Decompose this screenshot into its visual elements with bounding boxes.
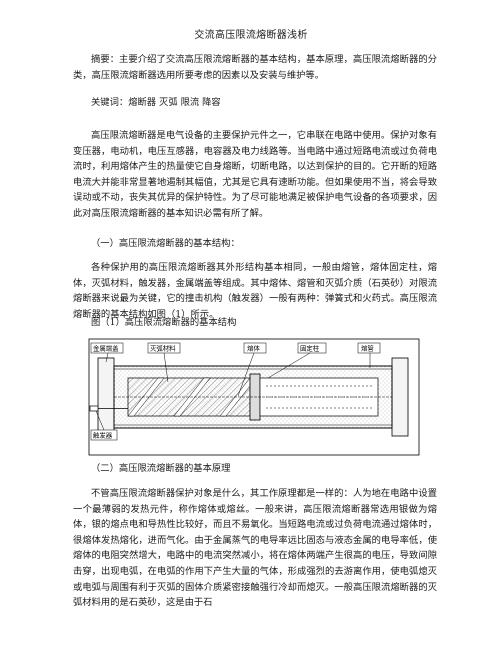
label-fixing-post: 固定柱 bbox=[300, 344, 320, 353]
end-cap-left bbox=[97, 357, 115, 437]
intro-paragraph: 高压限流熔断器是电气设备的主要保护元件之一，它串联在电路中使用。保护对象有变压器… bbox=[73, 130, 437, 219]
fuse-structure-diagram: 金属端盖 灭弧材料 熔体 固定柱 熔管 触发器 bbox=[88, 338, 420, 456]
section2-heading: （二）高压限流熔断器的基本原理 bbox=[91, 463, 231, 474]
label-arc-material: 灭弧材料 bbox=[150, 344, 176, 353]
label-fuse-tube: 熔管 bbox=[361, 344, 374, 353]
section2-body: 不管高压限流熔断器保护对象是什么，其工作原理都是一样的：人为地在电路中设置一个最… bbox=[73, 488, 437, 609]
figure-frame bbox=[88, 338, 420, 456]
label-trigger: 触发器 bbox=[93, 431, 113, 440]
trigger-pin bbox=[89, 405, 128, 412]
document-title: 交流高压限流熔断器浅析 bbox=[194, 30, 308, 41]
label-end-cap: 金属端盖 bbox=[93, 344, 119, 353]
label-fuse-element: 熔体 bbox=[247, 344, 260, 353]
end-cap-right bbox=[391, 357, 409, 437]
figure-caption: 图（1）高压限流熔断器的基本结构 bbox=[91, 317, 237, 328]
section1-heading: （一）高压限流熔断器的基本结构： bbox=[91, 238, 240, 249]
abstract: 摘要：主要介绍了交流高压限流熔断器的基本结构，基本原理，高压限流熔断器的分类，高… bbox=[73, 54, 437, 81]
section1-body: 各种保护用的高压限流熔断器其外形结构基本相同，一般由熔管，熔体固定柱，熔体，灭弧… bbox=[73, 262, 437, 320]
keywords: 关键词：熔断器 灭弧 限流 降容 bbox=[91, 97, 221, 108]
